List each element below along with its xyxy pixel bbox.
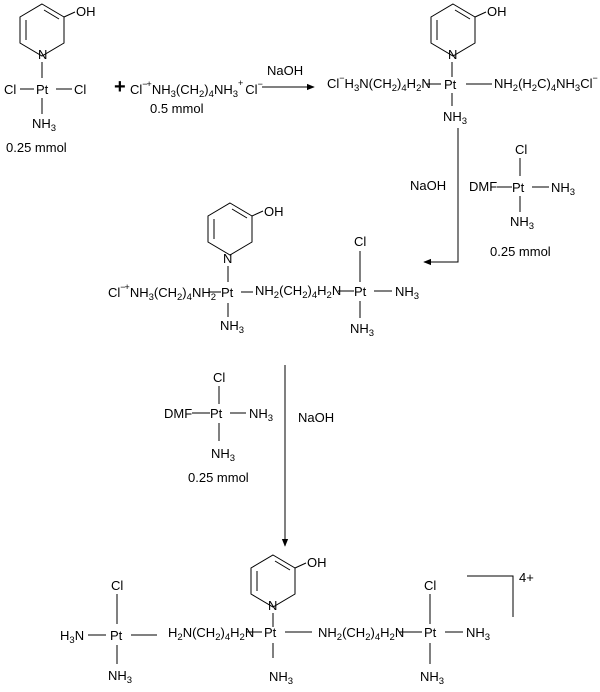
ammine-right-label: NH3	[395, 284, 419, 302]
step2-reagent: NaOH	[410, 178, 446, 193]
chloride-label: Cl	[213, 370, 225, 385]
platinum-label: Pt	[210, 406, 223, 421]
intermediate2-structure: OH N Cl−+NH3(CH2)4NH2 Pt NH2(CH2)4H2N NH…	[108, 202, 419, 339]
right-pt-chloride-label: Cl	[424, 578, 436, 593]
pyridine-nitrogen-label: N	[448, 47, 457, 62]
ammine-bottom-label: NH3	[510, 214, 534, 232]
dmf-label: DMF	[164, 406, 192, 421]
reactant1-structure: OH N Cl Pt Cl NH3 0.25 mmol	[4, 3, 96, 155]
ammine-under-pt2-label: NH3	[350, 321, 374, 339]
left-diamine-chain: H2N(CH2)4H2N	[168, 625, 254, 643]
ammine-label: NH3	[443, 109, 467, 127]
step1-reagent: NaOH	[267, 63, 303, 78]
right-pt-ammine-bottom-label: NH3	[420, 669, 444, 687]
left-pt-chloride-label: Cl	[111, 578, 123, 593]
platinum-center-label: Pt	[221, 285, 234, 300]
intermediate1-structure: OH N Cl−H3N(CH2)4H2N Pt NH2(H2C)4NH3Cl− …	[327, 3, 598, 127]
step3-reagent: NaOH	[298, 410, 334, 425]
pyridine-ring	[19, 3, 76, 57]
right-diamine-chain: NH2(CH2)4H2N	[318, 625, 404, 643]
ammine-label: NH3	[32, 116, 56, 134]
step3-amount: 0.25 mmol	[188, 470, 249, 485]
hydroxyl-label: OH	[76, 4, 96, 19]
platinum-label: Pt	[512, 180, 525, 195]
diamine-bridge: NH2(CH2)4H2N	[255, 283, 341, 301]
step2-arrow	[423, 128, 459, 266]
diamine-salt-formula: Cl−+NH3(CH2)4NH3+Cl−	[130, 78, 263, 100]
step2-amount: 0.25 mmol	[490, 244, 551, 259]
hydroxyl-label: OH	[487, 4, 507, 19]
left-ammonium-chain: Cl−H3N(CH2)4H2N	[327, 73, 431, 94]
pyridine-nitrogen-label: N	[268, 598, 277, 613]
plus-sign: +	[114, 76, 126, 98]
hydroxyl-label: OH	[307, 555, 327, 570]
step2-dmf-complex: Cl DMF Pt NH3 NH3	[469, 142, 575, 232]
center-pt-label: Pt	[264, 625, 277, 640]
right-pt-label: Pt	[424, 625, 437, 640]
chloride-left-label: Cl	[4, 82, 16, 97]
ammine-bottom-label: NH3	[211, 446, 235, 464]
platinum-label: Pt	[36, 82, 49, 97]
chloride-label: Cl	[354, 234, 366, 249]
pyridine-ring	[430, 3, 487, 57]
right-ammonium-chain: NH2(H2C)4NH3Cl−	[494, 73, 598, 94]
chloride-label: Cl	[515, 142, 527, 157]
reactant1-amount: 0.25 mmol	[6, 140, 67, 155]
chloride-right-label: Cl	[74, 82, 86, 97]
ammine-right-label: NH3	[551, 180, 575, 198]
pyridine-nitrogen-label: N	[223, 251, 232, 266]
left-pt-ammine-bottom-label: NH3	[108, 668, 132, 686]
left-ammonium-chain: Cl−+NH3(CH2)4NH2	[108, 282, 216, 303]
pyridine-ring	[207, 202, 264, 256]
pyridine-nitrogen-label: N	[38, 47, 47, 62]
right-pt-ammine-right-label: NH3	[466, 625, 490, 643]
center-ammine-label: NH3	[269, 669, 293, 687]
left-pt-label: Pt	[110, 628, 123, 643]
platinum-second-label: Pt	[354, 284, 367, 299]
ammine-under-pt1-label: NH3	[220, 318, 244, 336]
diamine-salt-amount: 0.5 mmol	[150, 101, 204, 116]
step3-dmf-complex: Cl DMF Pt NH3 NH3	[164, 370, 273, 464]
charge-bracket	[467, 575, 514, 617]
pyridine-ring	[250, 554, 307, 608]
platinum-label: Pt	[444, 77, 457, 92]
ammine-right-label: NH3	[249, 406, 273, 424]
product-structure: OH N Cl H3N Pt NH3 H2N(CH2)4H2N Pt NH2(C…	[60, 554, 534, 687]
dmf-label: DMF	[469, 179, 497, 194]
left-pt-ammine-left-label: H3N	[60, 628, 84, 646]
charge-label: 4+	[519, 570, 534, 585]
hydroxyl-label: OH	[264, 204, 284, 219]
